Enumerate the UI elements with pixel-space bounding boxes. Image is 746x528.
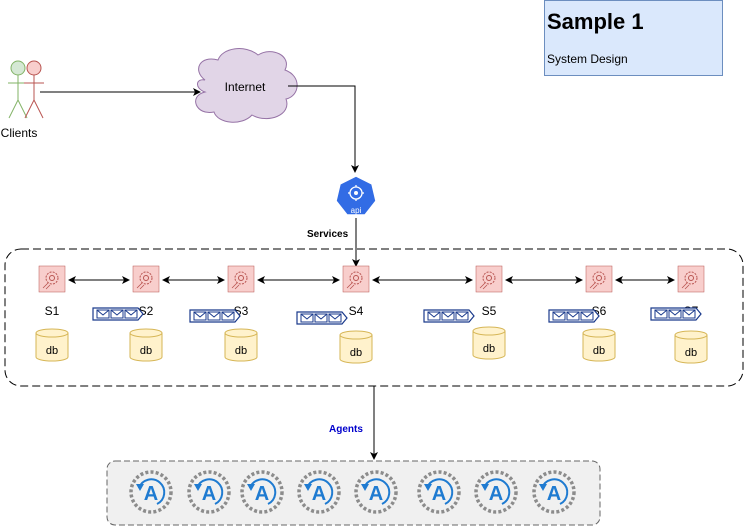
gear-icon	[42, 271, 59, 290]
database-icon	[674, 330, 708, 364]
clients-label: Clients	[0, 126, 38, 140]
service-node-s4[interactable]	[342, 265, 370, 293]
title-box: Sample 1 System Design	[544, 0, 723, 76]
agent-label: A	[369, 483, 383, 505]
gear-icon	[346, 271, 363, 290]
database-icon	[35, 328, 69, 362]
agent-label: A	[489, 483, 503, 505]
message-queue-icon	[650, 307, 702, 321]
agent-icon[interactable]: A	[240, 470, 284, 514]
service-icon	[677, 265, 705, 293]
database-label: db	[46, 345, 58, 357]
message-queue-icon	[548, 309, 600, 323]
service-icon	[132, 265, 160, 293]
message-queue-icon	[296, 311, 348, 325]
service-icon	[227, 265, 255, 293]
agent-label: A	[432, 483, 446, 505]
agent-icon[interactable]: A	[532, 470, 576, 514]
database-label: db	[350, 347, 362, 359]
database-label: db	[593, 345, 605, 357]
agent-label: A	[255, 483, 269, 505]
clients-actor-icon	[8, 60, 44, 119]
message-queue-icon	[423, 309, 475, 323]
gear-icon	[231, 271, 248, 290]
agent-icon[interactable]: A	[297, 470, 341, 514]
agent-icon[interactable]: A	[129, 470, 173, 514]
agents-label: Agents	[329, 424, 363, 435]
api-gateway-icon	[335, 175, 377, 216]
database-icon	[582, 328, 616, 362]
diagram-subtitle: System Design	[547, 52, 628, 66]
service-label: S5	[482, 304, 497, 318]
database-label: db	[483, 343, 495, 355]
service-icon	[342, 265, 370, 293]
database-label: db	[235, 345, 247, 357]
agent-label: A	[144, 483, 158, 505]
agent-label: A	[547, 483, 561, 505]
service-icon	[38, 265, 66, 293]
agent-icon[interactable]: A	[474, 470, 518, 514]
api-gateway-label: api	[351, 206, 362, 215]
service-label: S4	[349, 304, 364, 318]
internet-label: Internet	[224, 80, 266, 94]
gear-icon	[681, 271, 698, 290]
service-icon	[475, 265, 503, 293]
service-node-s7[interactable]	[677, 265, 705, 293]
service-icon	[585, 265, 613, 293]
service-node-s3[interactable]	[227, 265, 255, 293]
services-layer: S1dbS2dbS3dbS4dbS5dbS6dbS7db	[35, 265, 708, 364]
agent-label: A	[312, 483, 326, 505]
gear-icon	[589, 271, 606, 290]
diagram-title: Sample 1	[547, 9, 644, 34]
internet-cloud-icon	[195, 48, 298, 123]
database-label: db	[685, 347, 697, 359]
message-queue-icon	[189, 309, 241, 323]
database-icon	[129, 328, 163, 362]
service-node-s5[interactable]	[475, 265, 503, 293]
gear-icon	[479, 271, 496, 290]
database-icon	[472, 326, 506, 360]
agent-icon[interactable]: A	[417, 470, 461, 514]
agent-icon[interactable]: A	[187, 470, 231, 514]
services-label: Services	[307, 229, 349, 240]
database-icon	[339, 330, 373, 364]
internet-gateway-arrow	[288, 85, 359, 173]
service-node-s6[interactable]	[585, 265, 613, 293]
service-label: S1	[45, 304, 60, 318]
agent-label: A	[202, 483, 216, 505]
gear-icon	[136, 271, 153, 290]
service-node-s2[interactable]	[132, 265, 160, 293]
service-node-s1[interactable]	[38, 265, 66, 293]
agent-icon[interactable]: A	[354, 470, 398, 514]
message-queue-icon	[92, 307, 144, 321]
agents-container	[106, 460, 601, 526]
database-label: db	[140, 345, 152, 357]
database-icon	[224, 328, 258, 362]
